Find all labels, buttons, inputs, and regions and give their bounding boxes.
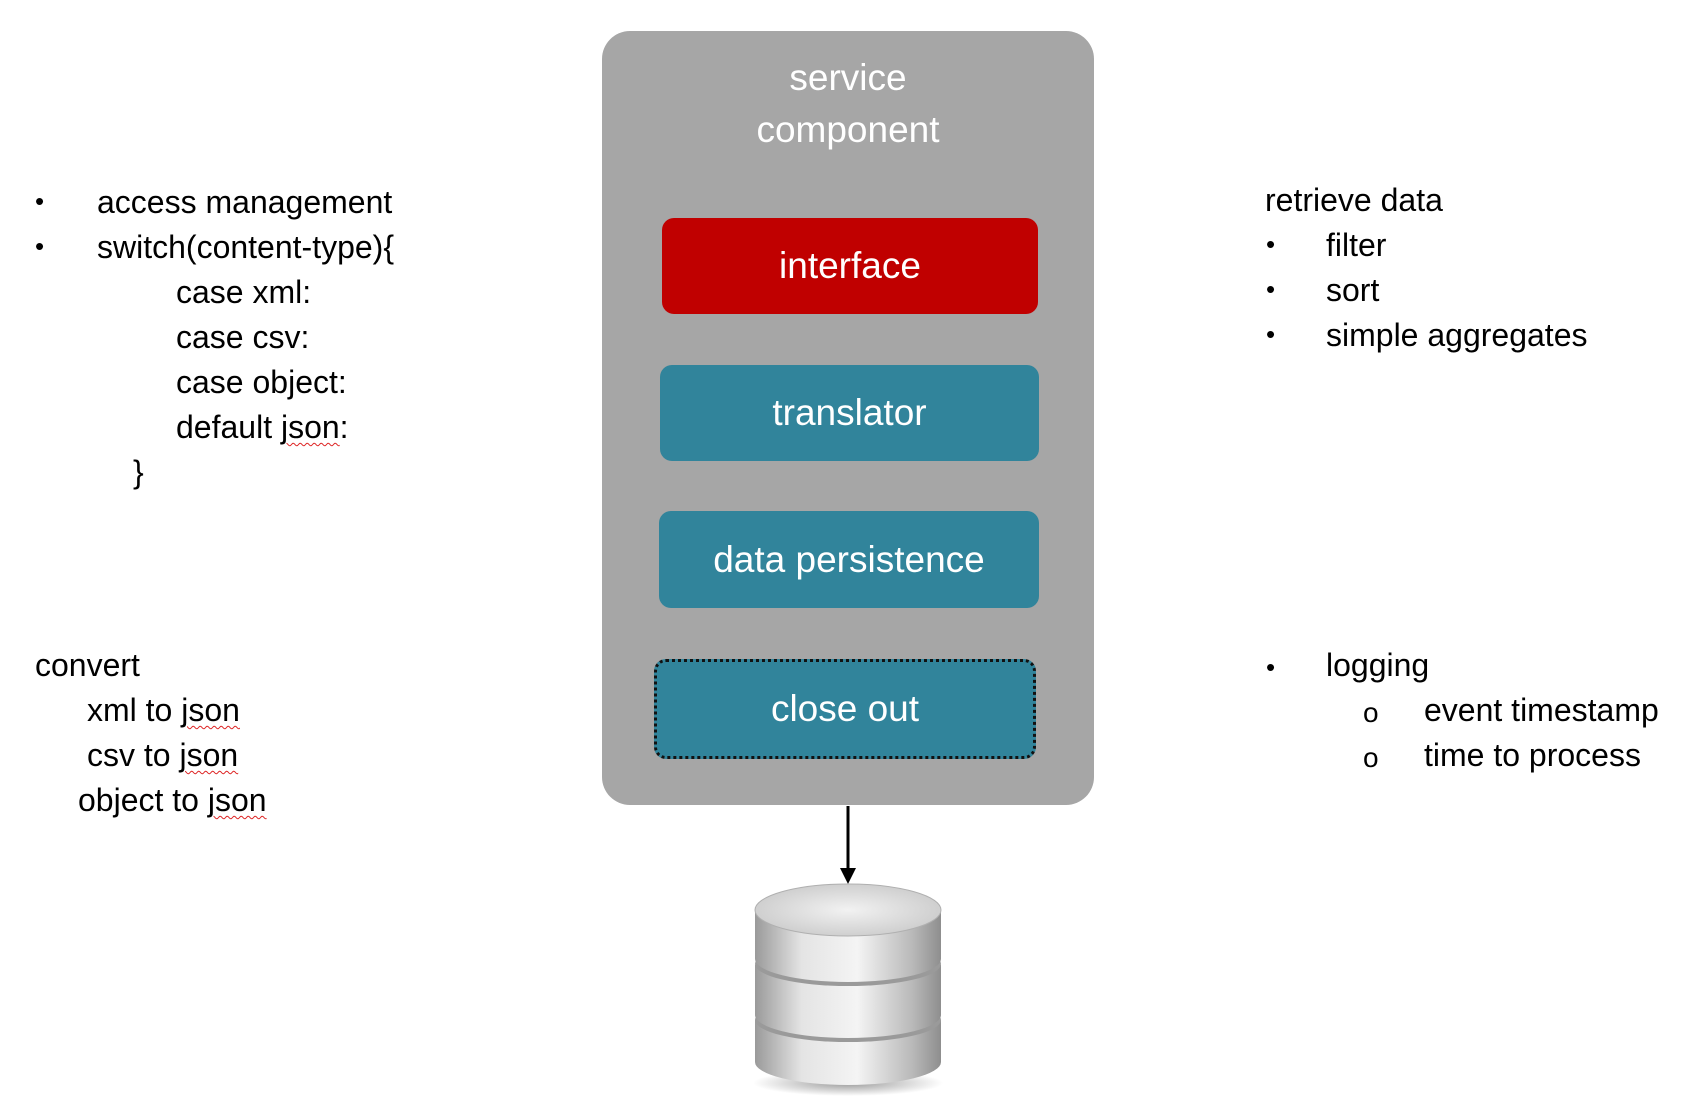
note-xml-to-json: xml to json	[87, 688, 240, 733]
convert-word: json	[181, 692, 240, 728]
note-switch: switch(content-type){	[97, 229, 395, 265]
note-logging: logging	[1326, 647, 1430, 683]
service-component-title: service component	[602, 52, 1094, 156]
convert-prefix: xml to	[87, 692, 182, 728]
note-csv-to-json: csv to json	[87, 733, 238, 778]
title-line-2: component	[756, 109, 940, 150]
note-case-object: case object:	[176, 364, 347, 400]
bullet-icon: •	[1266, 229, 1276, 259]
sub-bullet-icon: o	[1363, 742, 1379, 773]
layer-label: translator	[772, 392, 927, 433]
default-word: json	[280, 409, 340, 445]
layer-label: data persistence	[713, 538, 985, 580]
note-convert: convert	[35, 647, 140, 683]
default-suffix: :	[339, 409, 349, 445]
connector-arrow	[840, 806, 856, 884]
layer-data-persistence: data persistence	[659, 511, 1039, 608]
note-object-to-json: object to json	[78, 778, 267, 823]
bullet-icon: •	[1266, 319, 1276, 349]
note-simple-aggregates: simple aggregates	[1326, 317, 1588, 353]
note-retrieve-data: retrieve data	[1265, 182, 1443, 218]
bullet-icon: •	[35, 231, 45, 261]
bullet-icon: •	[1266, 652, 1276, 682]
default-prefix: default	[176, 409, 281, 445]
layer-label: close out	[770, 688, 920, 729]
note-sort: sort	[1326, 272, 1380, 308]
database-icon	[753, 883, 943, 1096]
note-case-csv: case csv:	[176, 319, 310, 355]
note-case-xml: case xml:	[176, 274, 312, 310]
bullet-icon: •	[1266, 274, 1276, 304]
note-closing-brace: }	[133, 454, 144, 490]
convert-prefix: csv to	[87, 737, 180, 773]
note-access-management: access management	[97, 184, 393, 220]
convert-word: json	[179, 737, 239, 773]
title-line-1: service	[789, 57, 907, 98]
layer-label: interface	[779, 245, 921, 286]
layer-translator: translator	[660, 365, 1039, 461]
note-event-timestamp: event timestamp	[1424, 692, 1659, 728]
bullet-icon: •	[35, 186, 45, 216]
convert-word: json	[207, 782, 267, 818]
convert-prefix: object to	[78, 782, 208, 818]
note-default-json: default json:	[176, 405, 349, 450]
layer-close-out: close out	[654, 659, 1036, 759]
sub-bullet-icon: o	[1363, 697, 1379, 728]
note-filter: filter	[1326, 227, 1387, 263]
layer-interface: interface	[662, 218, 1038, 314]
note-time-to-process: time to process	[1424, 737, 1641, 773]
